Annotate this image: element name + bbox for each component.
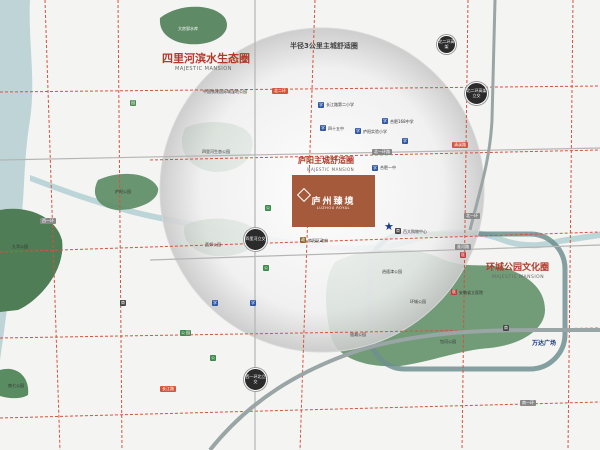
poi-hospital-icon[interactable]: 医 xyxy=(451,289,457,295)
label-school-main: 合肥一中 xyxy=(380,165,396,170)
poi-park-icon[interactable]: 园 xyxy=(130,100,136,106)
label-jiuhua-park: 九华公园 xyxy=(12,244,28,249)
zone-park-title: 环城公园文化圈 xyxy=(486,263,550,273)
zone-park-subtitle: MAJESTIC MANSION xyxy=(492,275,545,280)
poi-shop-icon[interactable]: 商 xyxy=(395,228,401,234)
poi-park-icon[interactable]: 园 xyxy=(185,330,191,336)
park-left-2 xyxy=(0,368,29,399)
highway-south xyxy=(208,328,600,450)
interchange-sili-river-label: 四里河立交 xyxy=(245,236,266,242)
interchange-north-ring[interactable]: 北二环高架立交 xyxy=(465,82,488,105)
project-name: 庐州臻境 xyxy=(311,197,356,207)
interchange-north-ring-top[interactable]: 北二环高架 xyxy=(437,35,456,54)
poi-school-icon[interactable]: 学 xyxy=(382,118,388,124)
label-wanda: 万达广场 xyxy=(532,340,557,347)
label-yintan: 银滩公园 xyxy=(350,332,366,337)
park-left xyxy=(0,208,63,312)
road-tag-west-first-ring: 西一环 xyxy=(40,218,56,225)
interchange-west-first-ring[interactable]: 西一环北立交 xyxy=(244,368,267,391)
park-west xyxy=(94,173,159,210)
poi-gov-icon[interactable]: 政 xyxy=(300,237,306,243)
poi-school-icon[interactable]: 学 xyxy=(212,300,218,306)
project-luzhou-royal[interactable]: 庐州臻境 LUZHOU ROYAL xyxy=(292,175,375,227)
poi-shop-icon[interactable]: 商 xyxy=(120,300,126,306)
label-sili-park: 四里河生态公园 xyxy=(202,149,230,154)
road-south-ring xyxy=(0,401,600,419)
lake xyxy=(159,6,228,45)
interchange-west-first-ring-label: 西一环北立交 xyxy=(245,373,266,384)
road-west-b xyxy=(117,0,123,450)
label-xiaoyaojin: 逍遥津公园 xyxy=(382,269,402,274)
road-north-second-ring xyxy=(0,85,600,93)
road-tag-huaihe: 淮河路 xyxy=(455,244,471,251)
road-tag-south-ring: 南一环 xyxy=(520,400,536,407)
label-wetland: 中国铁建国际城湿地公园 xyxy=(203,89,247,94)
project-subtitle: LUZHOU ROYAL xyxy=(317,206,350,210)
poi-shop-icon[interactable]: 商 xyxy=(503,325,509,331)
interchange-north-ring-top-label: 北二环高架 xyxy=(438,38,455,49)
zone-city-title: 庐阳主城舒适圈 xyxy=(298,156,354,165)
poi-school-icon[interactable]: 学 xyxy=(250,300,256,306)
poi-bus-icon[interactable]: 公 xyxy=(210,355,216,361)
label-lake: 大房郢水库 xyxy=(178,26,198,31)
label-baohe: 包河公园 xyxy=(440,339,456,344)
label-nanqi-park: 南七公园 xyxy=(8,383,24,388)
road-east-a xyxy=(461,0,469,450)
label-school4: 庐阳实验小学 xyxy=(363,129,387,134)
label-school1: 长江路第二小学 xyxy=(326,102,354,107)
label-hospital: 安徽省立医院 xyxy=(459,290,483,295)
label-gov: 庐阳区政府 xyxy=(308,238,328,243)
poi-school-icon[interactable]: 学 xyxy=(318,102,324,108)
poi-bus-icon[interactable]: 公 xyxy=(265,205,271,211)
poi-bus-icon[interactable]: 公 xyxy=(180,330,186,336)
road-tag-qingxi: 清溪路 xyxy=(452,142,468,149)
road-east-b xyxy=(567,0,574,450)
poi-school-icon[interactable]: 学 xyxy=(355,128,361,134)
label-chaohu-park: 环城公园 xyxy=(410,299,426,304)
label-mall: 百大购物中心 xyxy=(403,229,427,234)
road-tag-north-second-ring: 北二环 xyxy=(272,88,288,95)
label-school3: 四十五中 xyxy=(328,126,344,131)
interchange-north-ring-label: 北二环高架立交 xyxy=(466,87,487,98)
poi-school-icon[interactable]: 学 xyxy=(320,125,326,131)
poi-hospital-icon[interactable]: 医 xyxy=(460,252,466,258)
zone-city-subtitle: MAJESTIC MANSION xyxy=(307,167,355,172)
label-west-park: 西郊公园 xyxy=(205,242,221,247)
zone-river-eco-subtitle: MAJESTIC MANSION xyxy=(175,66,232,72)
road-tag-first-ring-east: 北一环 xyxy=(464,213,480,220)
label-school5: 合肥168中学 xyxy=(390,119,414,124)
interchange-sili-river[interactable]: 四里河立交 xyxy=(244,228,267,251)
road-west-c xyxy=(44,0,61,450)
poi-school-icon[interactable]: 学 xyxy=(402,138,408,144)
zone-river-eco-title: 四里河滨水生态圈 xyxy=(162,52,250,65)
project-location-star-icon[interactable]: ★ xyxy=(384,220,394,233)
label-luyang-park: 庐阳公园 xyxy=(115,189,131,194)
road-grey-2 xyxy=(0,147,600,161)
road-tag-first-ring-north: 北一环路 xyxy=(372,149,392,156)
road-tag-changjiang: 长江路 xyxy=(160,386,176,393)
road-grey-3 xyxy=(149,244,600,261)
poi-school-icon[interactable]: 学 xyxy=(372,165,378,171)
poi-bus-icon[interactable]: 公 xyxy=(263,265,269,271)
ring-caption: 半径3公里主城舒适圈 xyxy=(290,42,358,50)
